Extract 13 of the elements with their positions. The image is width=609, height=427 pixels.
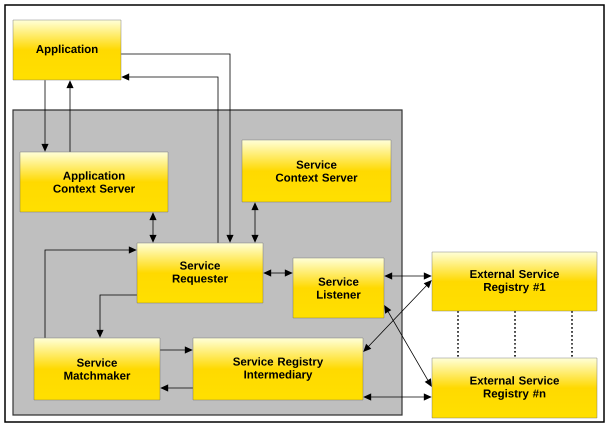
process-box: Service Context Server bbox=[242, 140, 392, 202]
process-box: Application Context Server bbox=[20, 152, 168, 212]
process-box: Service Registry Intermediary bbox=[192, 338, 364, 400]
dotted-line bbox=[457, 311, 459, 358]
process-box: Application bbox=[12, 20, 122, 80]
dotted-line bbox=[514, 311, 516, 358]
process-box: Service Matchmaker bbox=[34, 338, 160, 400]
arrow bbox=[384, 305, 432, 387]
process-box: External Service Registry #1 bbox=[432, 252, 598, 312]
process-box: Service Requester bbox=[136, 242, 264, 304]
process-box: Service Listener bbox=[292, 258, 384, 318]
process-box: External Service Registry #n bbox=[432, 358, 598, 418]
dotted-line bbox=[571, 311, 573, 358]
